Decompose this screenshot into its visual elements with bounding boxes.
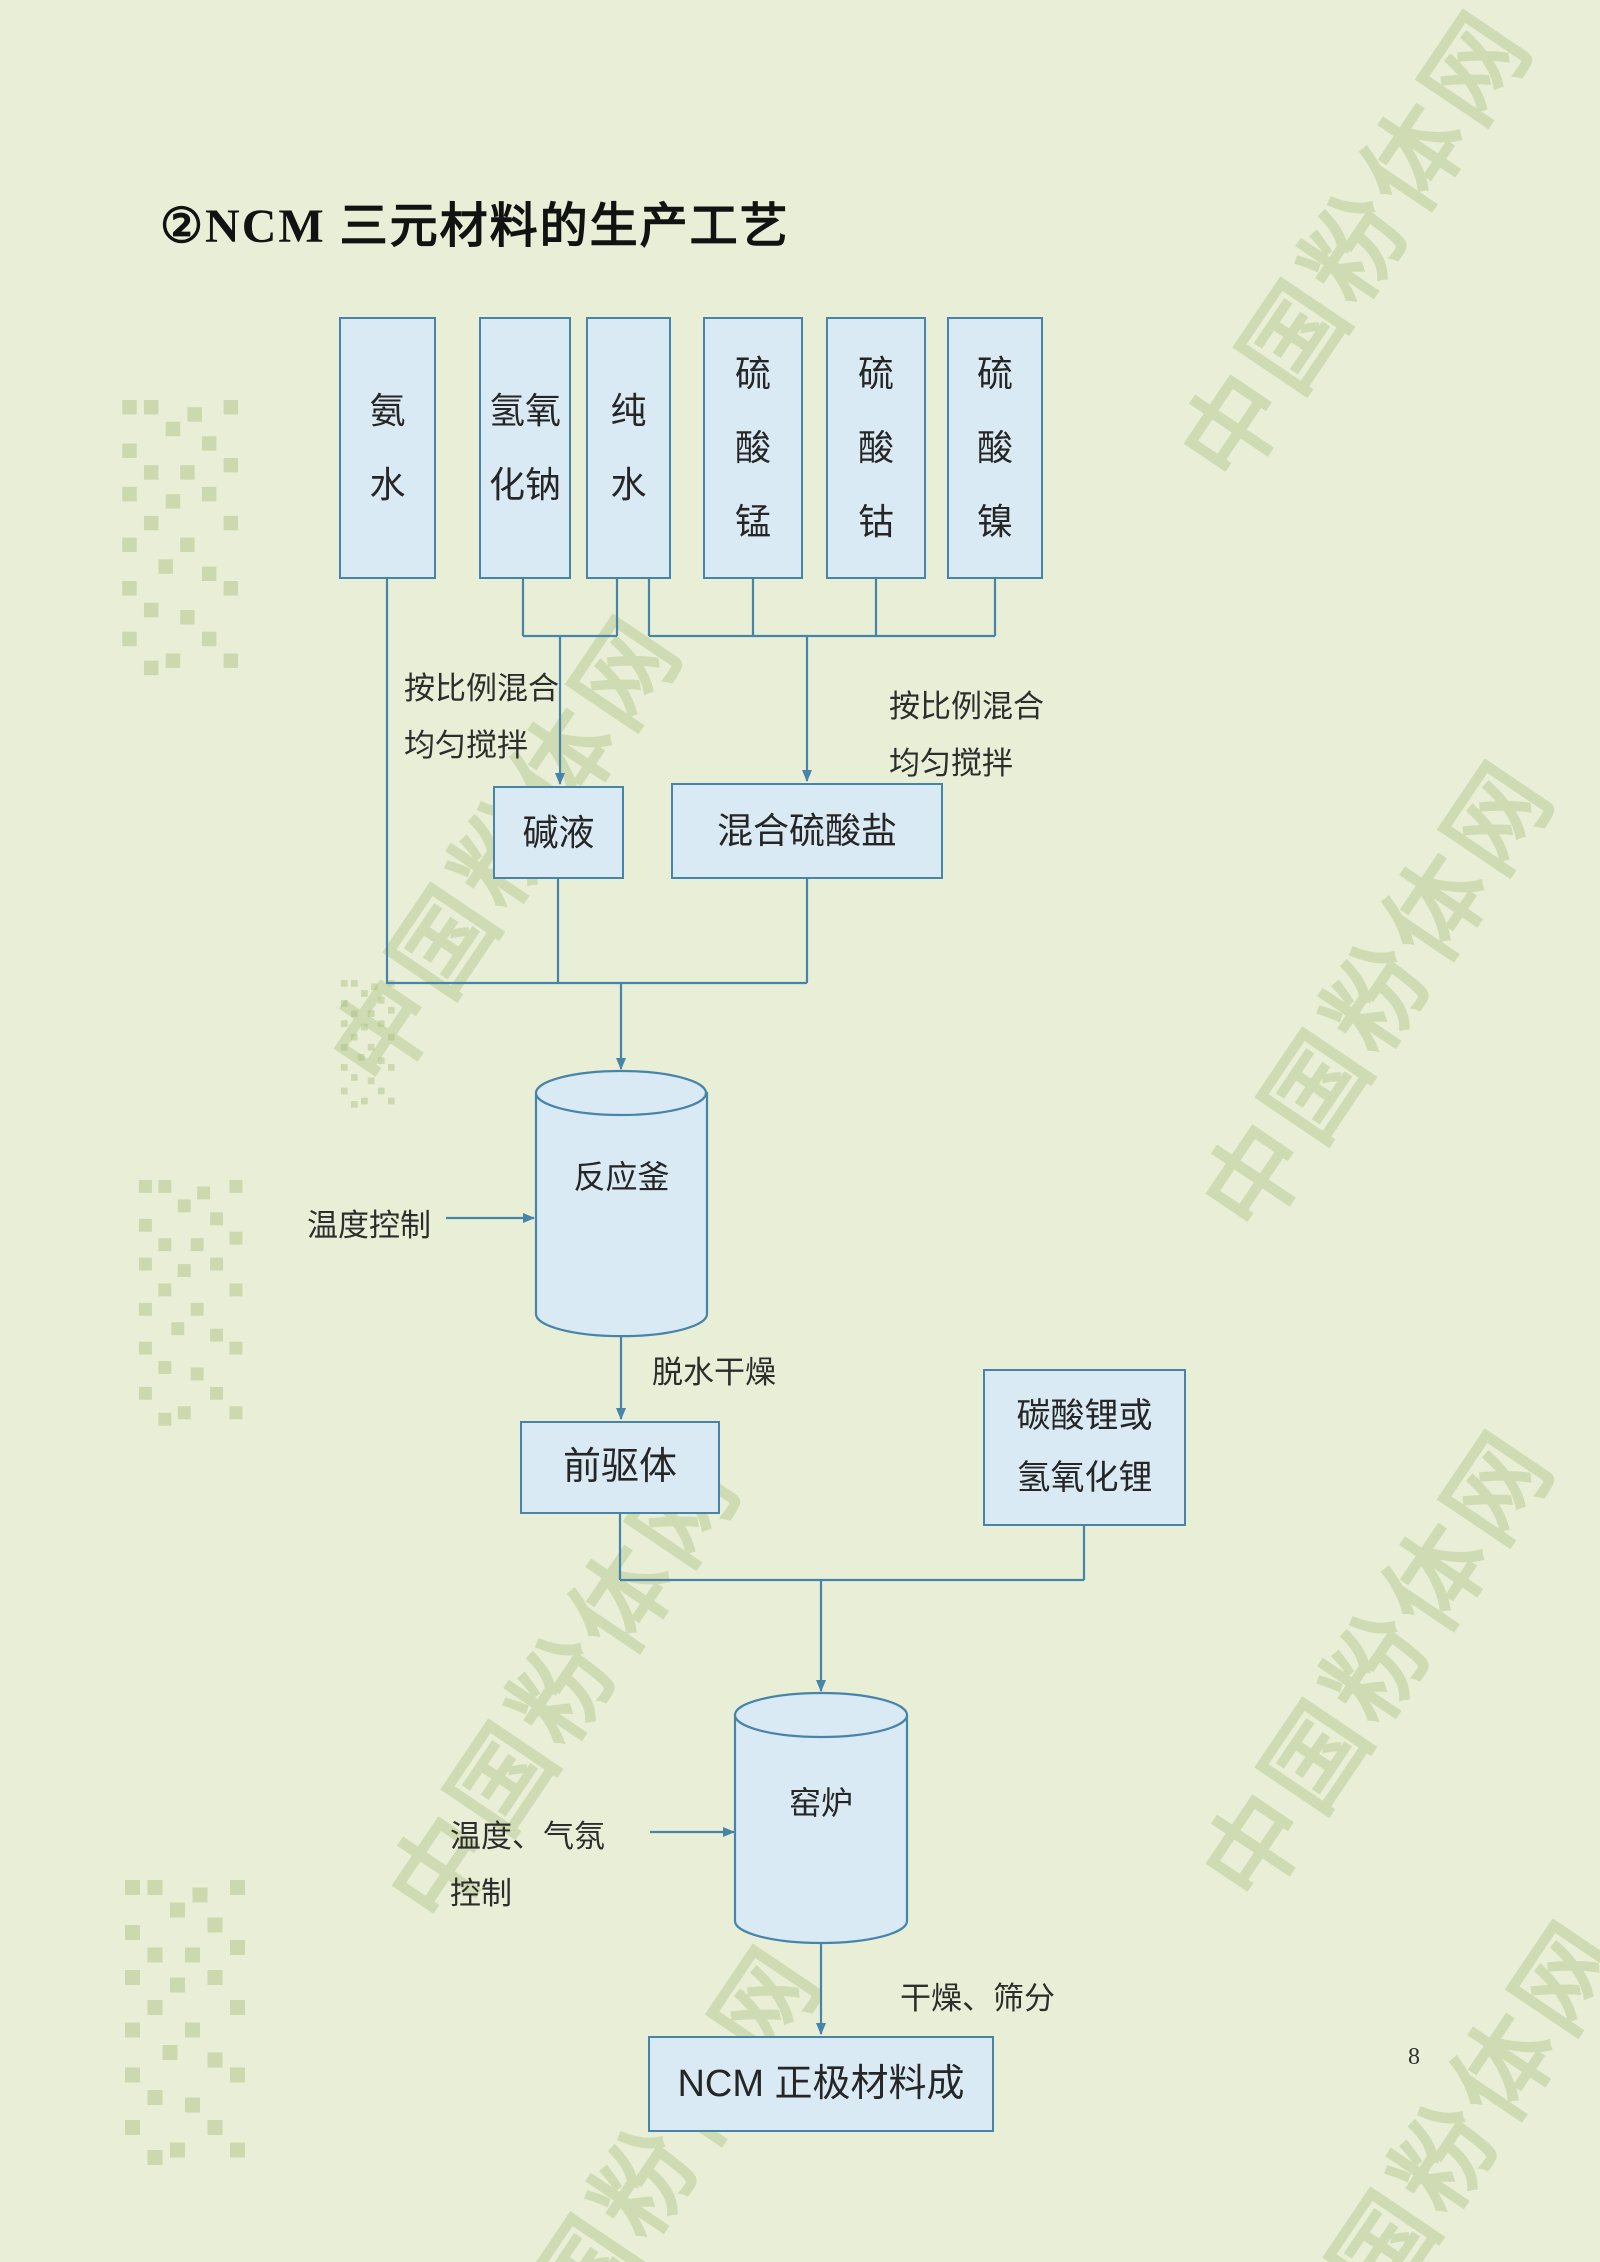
lithium-box: 碳酸锂或 氢氧化锂	[983, 1369, 1186, 1526]
kiln-control-note: 温度、气氛 控制	[450, 1819, 605, 1912]
kiln-cylinder	[733, 1691, 909, 1945]
source-box-cobalt-sulfate: 硫 酸 钴	[826, 317, 926, 579]
source-box-manganese-sulfate: 硫 酸 锰	[703, 317, 803, 579]
sulfate-box-label: 混合硫酸盐	[716, 810, 897, 852]
mix-note-left: 按比例混合 均匀搅拌	[404, 671, 559, 764]
page-title: ②NCM 三元材料的生产工艺	[160, 200, 790, 253]
source-box-nickel-sulfate: 硫 酸 镍	[947, 317, 1043, 579]
dehydrate-note: 脱水干燥	[652, 1355, 776, 1390]
final-product-box: NCM 正极材料成	[648, 2036, 994, 2132]
sulfate-box: 混合硫酸盐	[671, 783, 943, 879]
source-box-manganese-sulfate-label: 硫 酸 锰	[734, 353, 771, 542]
final-product-box-label: NCM 正极材料成	[677, 2062, 965, 2105]
source-box-pure-water-label: 纯 水	[610, 390, 647, 505]
source-box-ammonia-label: 氨 水	[369, 390, 406, 505]
source-box-cobalt-sulfate-label: 硫 酸 钴	[857, 353, 894, 542]
page-number: 8	[1408, 2044, 1420, 2070]
reactor-label: 反应釜	[573, 1159, 670, 1195]
source-box-sodium-hydroxide-label: 氢氧 化钠	[488, 390, 561, 505]
mix-note-right: 按比例混合 均匀搅拌	[889, 689, 1044, 782]
temp-control-note: 温度控制	[307, 1208, 431, 1243]
source-box-pure-water: 纯 水	[586, 317, 671, 579]
precursor-box-label: 前驱体	[562, 1446, 677, 1489]
precursor-box: 前驱体	[520, 1421, 720, 1514]
source-box-sodium-hydroxide: 氢氧 化钠	[479, 317, 571, 579]
dry-sieve-note: 干燥、筛分	[900, 1981, 1055, 2016]
alkali-box: 碱液	[493, 786, 624, 879]
alkali-box-label: 碱液	[522, 811, 595, 853]
lithium-box-label: 碳酸锂或 氢氧化锂	[1016, 1397, 1153, 1497]
source-box-ammonia: 氨 水	[339, 317, 436, 579]
source-box-nickel-sulfate-label: 硫 酸 镍	[976, 353, 1013, 542]
reactor-cylinder	[534, 1069, 709, 1338]
kiln-label: 窑炉	[788, 1785, 853, 1821]
